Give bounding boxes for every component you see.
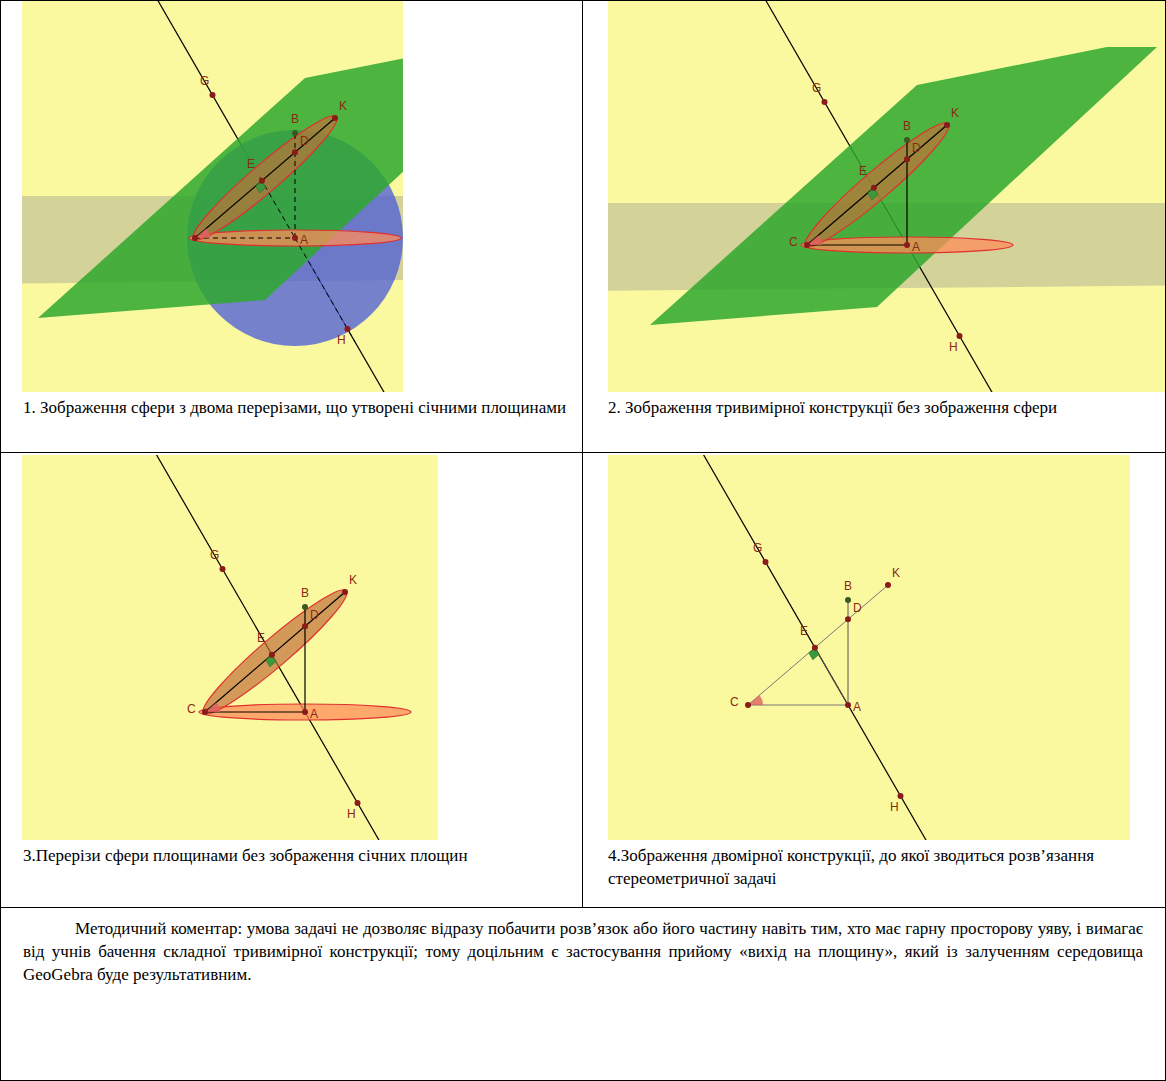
point-label: G [812, 82, 821, 94]
caption-text: 2. Зображення тривимірної конструкції бе… [608, 397, 1153, 420]
comment-text: Методичний коментар: умова задачі не доз… [23, 918, 1143, 987]
point-label: A [853, 701, 861, 713]
point-label: H [949, 341, 958, 353]
point-label: C [187, 703, 196, 715]
point-label: B [844, 580, 852, 592]
point-label: D [912, 142, 921, 154]
table-cell: 4.Зображення двомірної конструкції, до я… [582, 452, 1166, 908]
panel-ground [22, 455, 438, 840]
point-label: A [912, 241, 920, 253]
table-cell: 3.Перерізи сфери площинами без зображенн… [0, 452, 583, 908]
point-label: B [291, 113, 299, 125]
sphere-figure [22, 0, 403, 392]
panel-ground [608, 0, 1166, 392]
point-label: D [300, 135, 309, 147]
caption-text: 1. Зображення сфери з двома перерізами, … [23, 397, 571, 420]
panel-ground [608, 455, 1130, 840]
point-label: K [892, 567, 900, 579]
point-label: H [890, 801, 899, 813]
point-label: G [753, 542, 762, 554]
point-label: H [337, 334, 346, 346]
table-cell: 1. Зображення сфери з двома перерізами, … [0, 0, 583, 453]
point-label: D [310, 609, 319, 621]
point-label: D [853, 602, 862, 614]
point-label: G [210, 549, 219, 561]
caption-text: 4.Зображення двомірної конструкції, до я… [608, 845, 1153, 891]
point-label: K [951, 107, 959, 119]
point-label: B [903, 120, 911, 132]
point-label: K [349, 574, 357, 586]
point-label: K [339, 100, 347, 112]
sections-figure [155, 455, 411, 840]
point-label: C [789, 236, 798, 248]
caption-text: 3.Перерізи сфери площинами без зображенн… [23, 845, 571, 868]
construction-figure [608, 0, 1166, 392]
point-label: A [310, 708, 318, 720]
point-label: E [247, 158, 255, 170]
table-cell: Методичний коментар: умова задачі не доз… [0, 907, 1166, 1081]
point-label: E [257, 632, 265, 644]
point-label: E [800, 625, 808, 637]
planar-figure [698, 455, 938, 840]
point-label: G [200, 75, 209, 87]
point-label: B [301, 587, 309, 599]
table-cell: 2. Зображення тривимірної конструкції бе… [582, 0, 1166, 453]
point-label: C [730, 696, 739, 708]
point-label: A [300, 234, 308, 246]
point-label: H [347, 808, 356, 820]
point-label: E [859, 165, 867, 177]
